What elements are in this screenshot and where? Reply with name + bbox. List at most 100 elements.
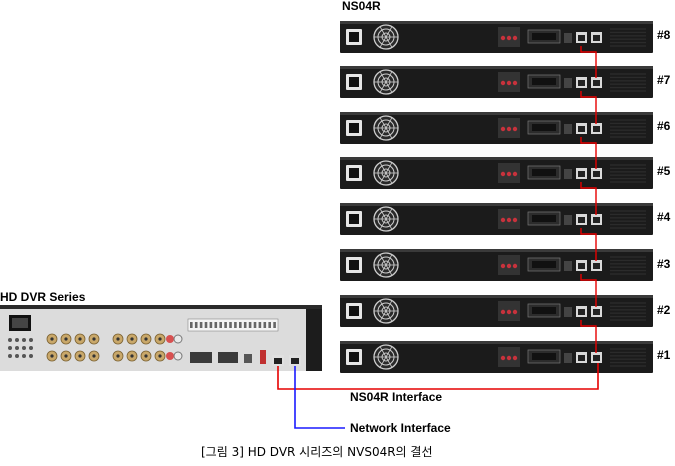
ns04r-unit-1 (340, 341, 653, 373)
rj45-port-icon (591, 352, 602, 363)
bnc-connector-icon (154, 333, 166, 345)
unit-label-7: #7 (657, 73, 671, 87)
ns04r-unit-5 (340, 157, 653, 189)
rj45-port-icon (591, 77, 602, 88)
power-socket-icon (346, 257, 362, 273)
unit-chassis (340, 21, 653, 53)
power-socket-icon (346, 74, 362, 90)
chain-cable (580, 137, 597, 169)
unit-chassis (340, 249, 653, 281)
unit-label-5: #5 (657, 164, 671, 178)
stack-title: NS04R (342, 0, 381, 13)
bnc-connector-icon (46, 350, 58, 362)
power-socket-icon (346, 211, 362, 227)
ns04r-daisy-chain (580, 46, 597, 353)
io-panel (498, 255, 646, 275)
bnc-connector-icon (74, 333, 86, 345)
ns04r-unit-6 (340, 112, 653, 144)
rj45-port-icon (576, 352, 587, 363)
fan-grille-icon (373, 344, 399, 370)
fan-grille-icon (373, 206, 399, 232)
rj45-port-icon (591, 214, 602, 225)
unit-chassis (340, 66, 653, 98)
dvr-title: HD DVR Series (0, 290, 86, 304)
unit-label-3: #3 (657, 257, 671, 271)
ns04r-unit-8 (340, 21, 653, 53)
rj45-port-icon (576, 168, 587, 179)
power-socket-icon (346, 120, 362, 136)
power-socket-icon (9, 315, 31, 331)
power-socket-icon (346, 349, 362, 365)
unit-chassis (340, 295, 653, 327)
hd-dvr-unit (0, 305, 322, 371)
ns04r-unit-3 (340, 249, 653, 281)
rj45-port-icon (576, 77, 587, 88)
ns04r-unit-2 (340, 295, 653, 327)
rj45-port-icon (591, 260, 602, 271)
rj45-port-icon (591, 32, 602, 43)
io-panel (498, 72, 646, 92)
unit-label-6: #6 (657, 119, 671, 133)
chain-cable (580, 46, 597, 78)
bnc-connector-icon (126, 350, 138, 362)
chain-cable (580, 228, 597, 261)
rj45-port-icon (576, 214, 587, 225)
fan-grille-icon (373, 69, 399, 95)
rj45-port-icon (576, 260, 587, 271)
unit-chassis (340, 157, 653, 189)
bnc-connector-icon (112, 350, 124, 362)
io-panel (498, 347, 646, 367)
unit-chassis (340, 112, 653, 144)
power-socket-icon (346, 303, 362, 319)
fan-grille-icon (373, 160, 399, 186)
bnc-connector-icon (60, 350, 72, 362)
ns04r-unit-7 (340, 66, 653, 98)
rj45-port-icon (289, 355, 301, 366)
rj45-port-icon (576, 32, 587, 43)
figure-caption: [그림 3] HD DVR 시리즈의 NVS04R의 결선 (201, 445, 433, 459)
fan-grille-icon (373, 298, 399, 324)
rj45-port-icon (591, 306, 602, 317)
io-panel (498, 209, 646, 229)
unit-chassis (340, 341, 653, 373)
bnc-connector-icon (140, 333, 152, 345)
rj45-port-icon (272, 355, 284, 366)
legend-network-interface: Network Interface (350, 421, 451, 435)
ns04r-interface-cable (277, 363, 599, 390)
rj45-port-icon (591, 123, 602, 134)
chain-cable (580, 320, 597, 353)
unit-label-8: #8 (657, 28, 671, 42)
fan-grille-icon (373, 252, 399, 278)
fan-grille-icon (373, 115, 399, 141)
bnc-connector-icon (140, 350, 152, 362)
io-panel (498, 163, 646, 183)
rj45-port-icon (576, 306, 587, 317)
rj45-port-icon (591, 168, 602, 179)
unit-chassis (340, 203, 653, 235)
power-socket-icon (346, 29, 362, 45)
unit-label-4: #4 (657, 210, 671, 224)
legend-ns04r-interface: NS04R Interface (350, 390, 443, 404)
unit-label-2: #2 (657, 303, 671, 317)
chain-cable (580, 274, 597, 307)
rj45-port-icon (576, 123, 587, 134)
fan-grille-icon (373, 24, 399, 50)
power-socket-icon (346, 165, 362, 181)
bnc-connector-icon (88, 350, 100, 362)
io-panel (498, 118, 646, 138)
unit-label-1: #1 (657, 348, 671, 362)
bnc-connector-icon (112, 333, 124, 345)
bnc-connector-icon (60, 333, 72, 345)
ns04r-unit-4 (340, 203, 653, 235)
io-panel (498, 301, 646, 321)
chain-cable (580, 91, 597, 124)
network-interface-cable (294, 366, 345, 429)
chain-cable (580, 182, 597, 215)
bnc-connector-icon (154, 350, 166, 362)
bnc-connector-icon (126, 333, 138, 345)
bnc-connector-icon (46, 333, 58, 345)
bnc-connector-icon (74, 350, 86, 362)
bnc-connector-icon (88, 333, 100, 345)
